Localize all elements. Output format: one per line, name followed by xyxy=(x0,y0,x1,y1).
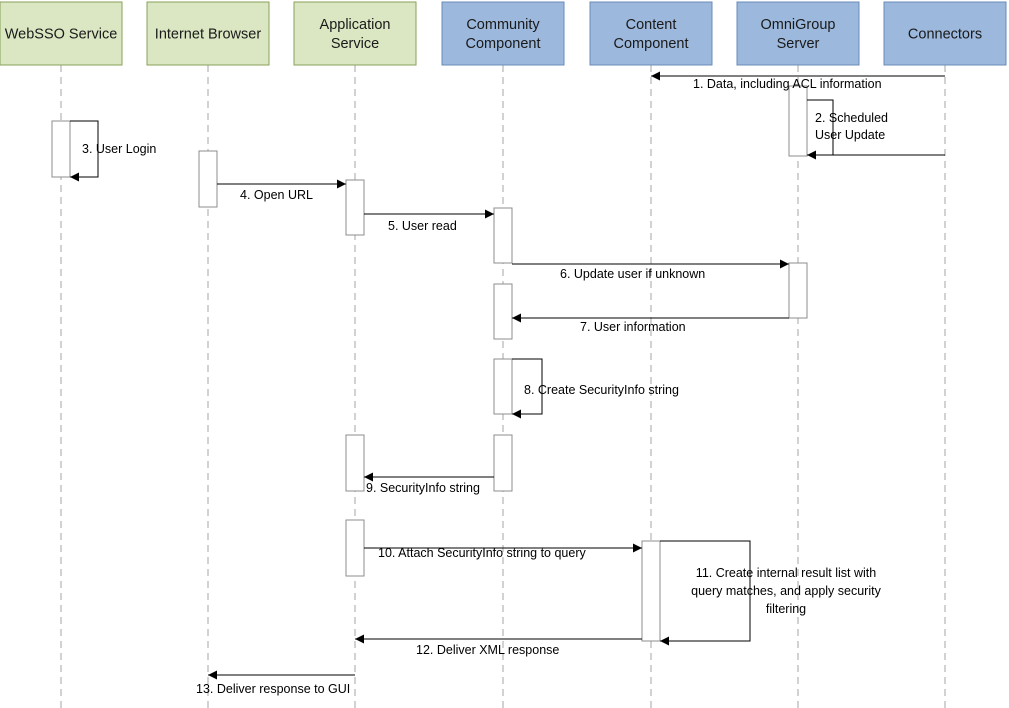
self-message-arrow xyxy=(512,358,543,419)
actor-label: Server xyxy=(777,36,820,52)
actor-label: Internet Browser xyxy=(155,27,262,43)
activation-bar xyxy=(788,85,808,157)
activation-bar xyxy=(493,207,513,264)
message-5: 5. User read xyxy=(364,209,494,233)
message-8: 8. Create SecurityInfo string xyxy=(512,358,679,419)
message-label: 10. Attach SecurityInfo string to query xyxy=(378,546,587,560)
actor-label: OmniGroup xyxy=(761,17,836,33)
actor-label: Component xyxy=(614,36,689,52)
actor-box xyxy=(0,1,123,66)
message-label: 12. Deliver XML response xyxy=(416,643,559,657)
message-11: 11. Create internal result list with quer… xyxy=(660,540,882,646)
activation-bar xyxy=(493,283,513,340)
actor-box xyxy=(589,1,713,66)
message-13: 13. Deliver response to GUI xyxy=(196,670,355,696)
activation-bar xyxy=(345,434,365,492)
activation-bar xyxy=(198,150,218,208)
message-6: 6. Update user if unknown xyxy=(512,259,789,281)
actor-label: Content xyxy=(626,17,677,33)
actor-box xyxy=(293,1,417,66)
actor-label: Service xyxy=(331,36,379,52)
actor-label: WebSSO Service xyxy=(5,27,118,43)
actor-browser: Internet Browser xyxy=(146,1,270,66)
message-10: 10. Attach SecurityInfo string to query xyxy=(364,543,642,560)
actor-label: Application xyxy=(320,17,391,33)
activation-bar xyxy=(493,434,513,492)
message-label: filtering xyxy=(766,602,806,616)
activation-bar xyxy=(345,519,365,577)
activation-bar xyxy=(788,262,808,319)
actor-connectors: Connectors xyxy=(883,1,1007,66)
message-label: query matches, and apply security xyxy=(691,584,881,598)
message-label: 3. User Login xyxy=(82,142,156,156)
activation-bar xyxy=(641,540,661,642)
actor-box xyxy=(441,1,565,66)
message-4: 4. Open URL xyxy=(217,179,346,202)
message-12: 12. Deliver XML response xyxy=(355,634,642,657)
actor-box xyxy=(736,1,860,66)
activation-bar xyxy=(493,358,513,415)
message-label: 2. Scheduled xyxy=(815,111,888,125)
actor-label: Community xyxy=(466,17,540,33)
self-message-arrow xyxy=(70,120,99,182)
activation-bar xyxy=(345,179,365,236)
message-label: 9. SecurityInfo string xyxy=(366,481,480,495)
actor-box xyxy=(146,1,270,66)
message-label: 4. Open URL xyxy=(240,188,313,202)
message-7: 7. User information xyxy=(512,313,789,334)
message-label: User Update xyxy=(815,128,885,142)
message-label: 1. Data, including ACL information xyxy=(693,77,882,91)
message-1: 1. Data, including ACL information xyxy=(651,71,945,91)
message-3: 3. User Login xyxy=(70,120,156,182)
message-label: 7. User information xyxy=(580,320,686,334)
message-label: 5. User read xyxy=(388,219,457,233)
actor-label: Connectors xyxy=(908,27,982,43)
activation-bar xyxy=(51,120,71,178)
message-label: 11. Create internal result list with xyxy=(696,566,876,580)
message-label: 8. Create SecurityInfo string xyxy=(524,383,679,397)
message-9: 9. SecurityInfo string xyxy=(364,472,494,495)
actor-websso: WebSSO Service xyxy=(0,1,123,66)
message-label: 6. Update user if unknown xyxy=(560,267,705,281)
actor-box xyxy=(883,1,1007,66)
actor-label: Component xyxy=(466,36,541,52)
self-message-arrow xyxy=(660,540,751,646)
message-label: 13. Deliver response to GUI xyxy=(196,682,350,696)
